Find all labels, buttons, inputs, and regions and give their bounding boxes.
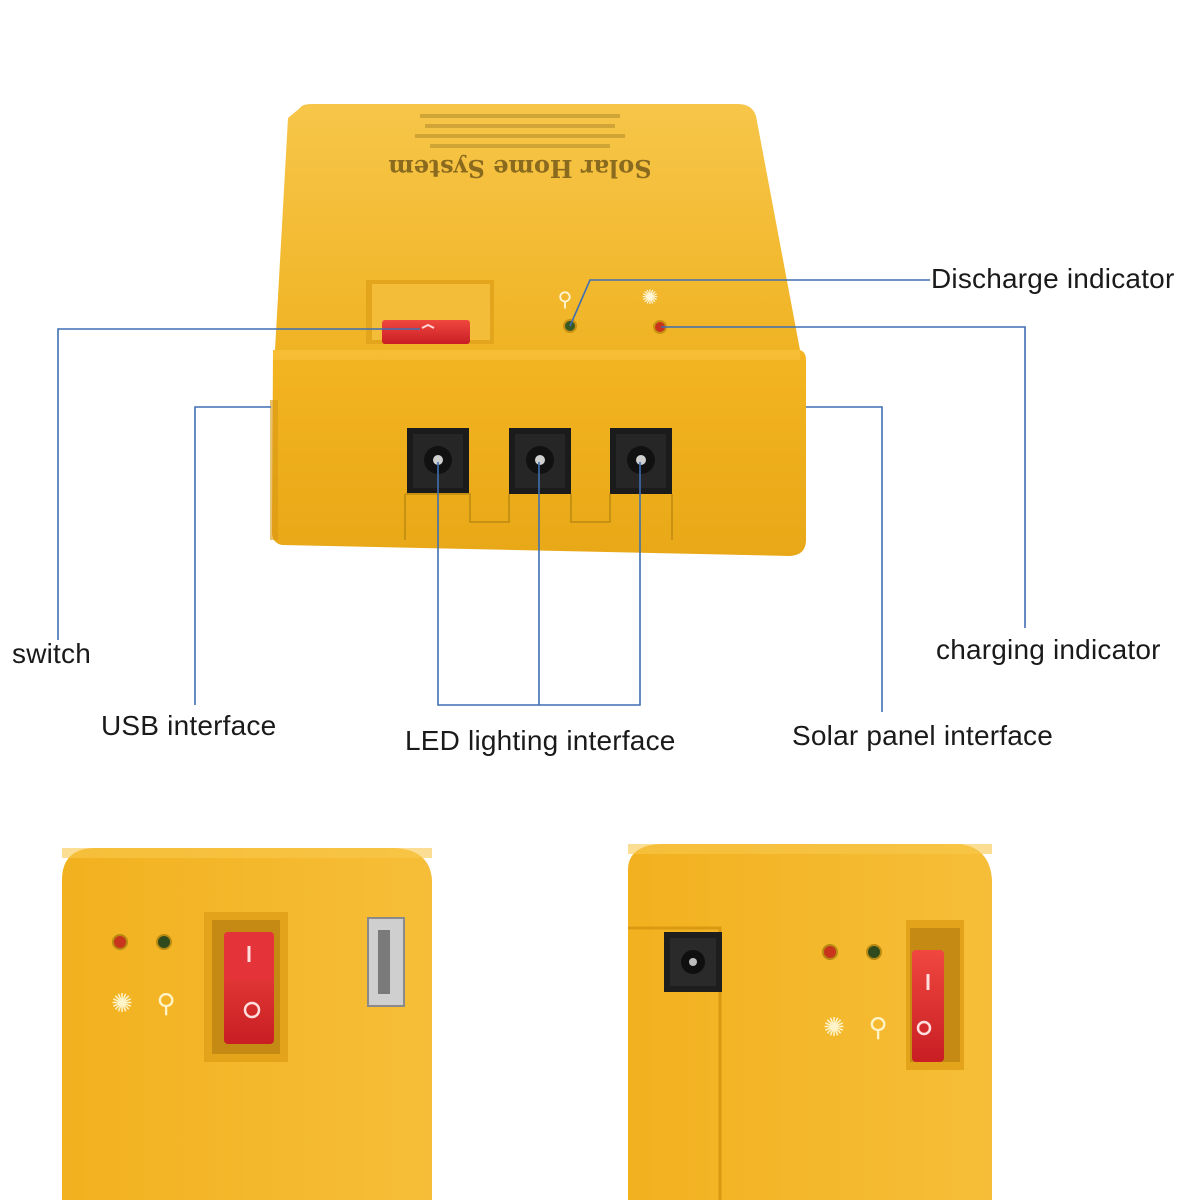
fine-print-line [415, 134, 625, 138]
fine-print-line [425, 124, 615, 128]
fine-print-line [420, 114, 620, 118]
device-top-surface [275, 104, 800, 350]
led-lighting-interface-label: LED lighting interface [405, 725, 676, 756]
power-switch [382, 320, 470, 344]
callout-discharge [569, 279, 930, 327]
front-shadow-strip [270, 400, 278, 540]
callout-led [437, 462, 641, 706]
bulb-icon: ⚲ [558, 289, 573, 311]
left-closeup-top-edge [62, 848, 432, 858]
brand-text: Solar Home System [388, 154, 651, 183]
sun-icon: ✺ [111, 988, 133, 1018]
power-switch-mark [421, 323, 435, 329]
callout-solar [806, 406, 883, 712]
right-closeup-top-edge [628, 844, 992, 854]
port-ledge [628, 926, 722, 1200]
bulb-icon: ⚲ [156, 988, 175, 1018]
front-top-edge [273, 350, 800, 360]
charging-indicator-label: charging indicator [936, 634, 1161, 665]
switch-off-mark [243, 1001, 261, 1019]
switch-off-mark [916, 1020, 932, 1036]
power-switch [912, 950, 944, 1062]
usb-interface-label: USB interface [101, 710, 277, 741]
charging-led [822, 944, 838, 960]
callout-lines [57, 279, 1026, 712]
dc-port [610, 428, 672, 494]
discharge-indicator-label: Discharge indicator [931, 263, 1175, 294]
dc-port-pin [689, 958, 697, 966]
switch-label: switch [12, 638, 91, 669]
main-device: Solar Home System ⚲ ✺ [270, 104, 806, 556]
brand-text-group: Solar Home System [388, 114, 652, 183]
bulb-icon: ⚲ [868, 1012, 887, 1042]
charging-led [112, 934, 128, 950]
callout-usb [194, 406, 271, 705]
callout-switch [57, 328, 420, 640]
usb-port-tongue [378, 930, 390, 994]
left-closeup: ✺ ⚲ [62, 848, 432, 1200]
fine-print-line [430, 144, 610, 148]
solar-panel-interface-label: Solar panel interface [792, 720, 1054, 751]
sun-icon: ✺ [642, 287, 659, 309]
discharge-led [156, 934, 172, 950]
port-surround-outline [404, 493, 673, 540]
discharge-led [866, 944, 882, 960]
dc-port [407, 428, 469, 494]
sun-icon: ✺ [823, 1012, 845, 1042]
right-closeup: ✺ ⚲ [628, 844, 992, 1200]
callout-charging [661, 326, 1026, 628]
dc-port [509, 428, 571, 494]
